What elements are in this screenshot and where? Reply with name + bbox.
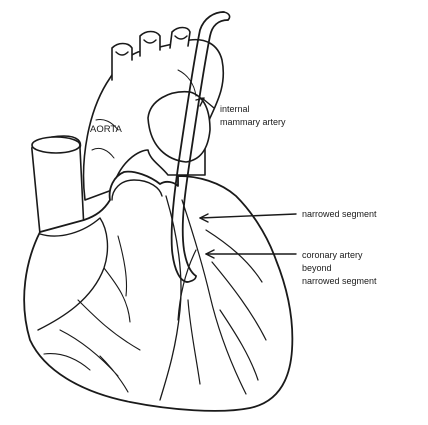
label-beyond: beyond bbox=[302, 263, 332, 273]
label-aorta: AORTA bbox=[90, 124, 123, 135]
aortic-arch bbox=[84, 28, 224, 201]
graft-cut-end bbox=[222, 12, 230, 20]
label-mammary-artery: mammary artery bbox=[220, 117, 286, 127]
superior-vena-cava bbox=[32, 136, 84, 236]
label-coronary-artery: coronary artery bbox=[302, 250, 363, 260]
label-internal: internal bbox=[220, 104, 250, 114]
label-narrowed-segment-2: narrowed segment bbox=[302, 276, 377, 286]
label-narrowed-segment: narrowed segment bbox=[302, 209, 377, 219]
vena-cava-opening bbox=[32, 137, 80, 153]
